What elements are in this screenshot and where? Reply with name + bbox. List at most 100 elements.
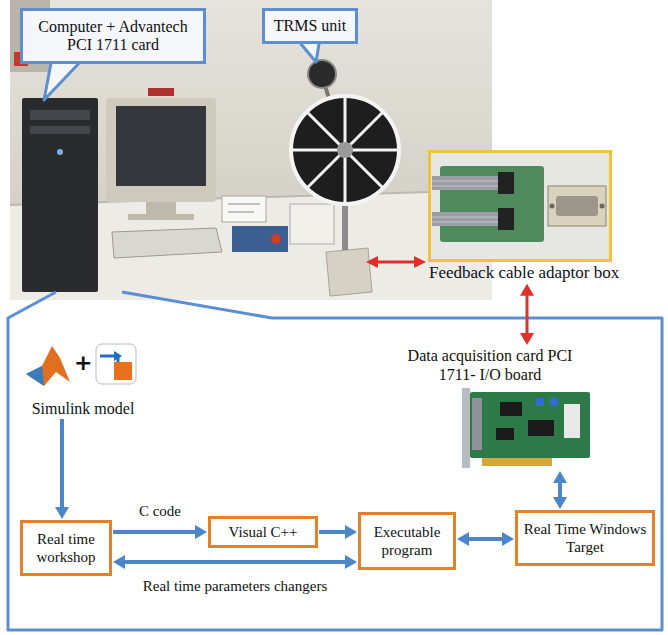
connector-arrow xyxy=(553,471,567,509)
adaptor-picture-part xyxy=(432,212,500,226)
node-text: Real time workshop xyxy=(27,530,105,566)
simulink-icon-part xyxy=(114,362,132,380)
lab-photo-part xyxy=(271,234,281,244)
process-box: Real time workshop xyxy=(20,520,112,576)
adaptor-picture-part xyxy=(432,176,500,190)
pci-card-picture-part xyxy=(564,404,580,438)
simulink-icon xyxy=(96,344,136,384)
lab-photo-part xyxy=(222,196,266,222)
node-text: Real Time Windows Target xyxy=(522,520,648,556)
connector-arrow xyxy=(520,284,534,345)
simulink-icon-part xyxy=(96,344,136,384)
adaptor-frame: Feedback cable adaptor box xyxy=(428,150,612,262)
callout-box: Computer + Advantech PCI 1711 card xyxy=(20,8,206,64)
lab-photo-part xyxy=(148,88,174,96)
node-text: Computer + Advantech PCI 1711 card xyxy=(31,18,195,55)
node-text: Visual C++ xyxy=(229,523,298,541)
node-text: Feedback cable adaptor box xyxy=(429,264,619,283)
adaptor-picture-part xyxy=(432,181,500,182)
arrow-head xyxy=(345,525,357,539)
connector-line xyxy=(60,419,64,509)
arrow-head xyxy=(553,497,567,509)
adaptor-picture-part xyxy=(498,172,514,194)
adaptor-picture-part xyxy=(498,208,514,230)
arrow-head xyxy=(553,471,567,483)
arrow-head xyxy=(457,532,469,546)
pci-card-picture-part xyxy=(528,420,554,436)
node-text: Simulink model xyxy=(32,400,135,418)
connector-arrow xyxy=(113,555,357,569)
adaptor-picture-part xyxy=(600,204,605,209)
edge-label: Real time parameters changers xyxy=(141,578,330,595)
lab-photo-part xyxy=(337,142,353,158)
connector-line xyxy=(123,560,347,564)
connector-arrow xyxy=(113,525,207,539)
adaptor-picture-part xyxy=(550,204,555,209)
lab-photo-part xyxy=(308,60,336,88)
adaptor-picture-part xyxy=(432,186,500,187)
lab-photo-part xyxy=(22,98,98,292)
connector-arrow xyxy=(457,532,514,546)
matlab-logo xyxy=(26,346,70,386)
callout-tail-part xyxy=(44,58,84,100)
pci-card-picture-part xyxy=(550,398,558,406)
lab-photo-part xyxy=(10,0,492,300)
adaptor-picture-part xyxy=(556,196,598,216)
pci-card-picture-part xyxy=(472,398,482,450)
lab-photo-part xyxy=(57,149,63,155)
arrow-head xyxy=(195,525,207,539)
pci-card-picture-part xyxy=(536,398,544,406)
arrow-head xyxy=(113,555,125,569)
adaptor-picture-part xyxy=(548,186,606,226)
plus-sign: + xyxy=(74,352,92,374)
arrow-head xyxy=(502,532,514,546)
lab-photo-part xyxy=(291,96,399,204)
red-link-arrow-part xyxy=(366,256,378,268)
arrow-head xyxy=(55,507,69,519)
edge-label: C code xyxy=(137,503,183,520)
pci-card-picture-part xyxy=(462,388,470,468)
matlab-logo-part xyxy=(26,366,44,386)
process-box: Real Time Windows Target xyxy=(515,510,655,566)
adaptor-picture-part xyxy=(432,222,500,223)
callout-box: TRMS unit xyxy=(262,8,358,44)
red-link-arrow xyxy=(366,256,426,268)
process-box: Visual C++ xyxy=(208,516,318,548)
adaptor-picture-part xyxy=(432,217,500,218)
lab-photo-part xyxy=(112,228,222,258)
lab-photo-part xyxy=(128,214,194,220)
lab-photo-part xyxy=(307,112,383,188)
lab-photo-part xyxy=(232,226,288,252)
pci-card-picture-part xyxy=(482,458,552,466)
lab-photo-part xyxy=(146,202,176,216)
red-link-arrow-part xyxy=(376,261,416,264)
lab-photo-part xyxy=(307,112,383,188)
connector-line xyxy=(113,530,197,534)
adaptor-picture xyxy=(431,153,609,259)
connector-line xyxy=(558,481,562,499)
lab-photo-part xyxy=(116,106,206,186)
lab-photo-part xyxy=(290,204,334,244)
arrow-head xyxy=(520,284,534,296)
pci-card-picture-part xyxy=(470,392,590,458)
connector-line xyxy=(467,537,504,541)
node-text: Data acquisition card PCI 1711- I/O boar… xyxy=(408,346,573,384)
lab-photo-part xyxy=(30,126,90,134)
lab-photo-part xyxy=(228,212,254,213)
pci-card-picture-part xyxy=(500,402,522,416)
simulink-icon-part xyxy=(114,351,122,361)
lab-photo-part xyxy=(326,248,372,296)
connector-line xyxy=(526,294,529,335)
connector-line xyxy=(319,530,347,534)
arrow-head xyxy=(345,555,357,569)
node-text: Executable program xyxy=(365,523,449,559)
connector-arrow xyxy=(319,525,357,539)
matlab-logo-part xyxy=(26,346,70,386)
pci-card-picture-part xyxy=(496,428,514,440)
red-link-arrow-part xyxy=(414,256,426,268)
process-box: Executable program xyxy=(358,512,456,570)
lab-photo-part xyxy=(106,98,216,202)
arrow-head xyxy=(520,333,534,345)
adaptor-picture-part xyxy=(431,153,609,259)
